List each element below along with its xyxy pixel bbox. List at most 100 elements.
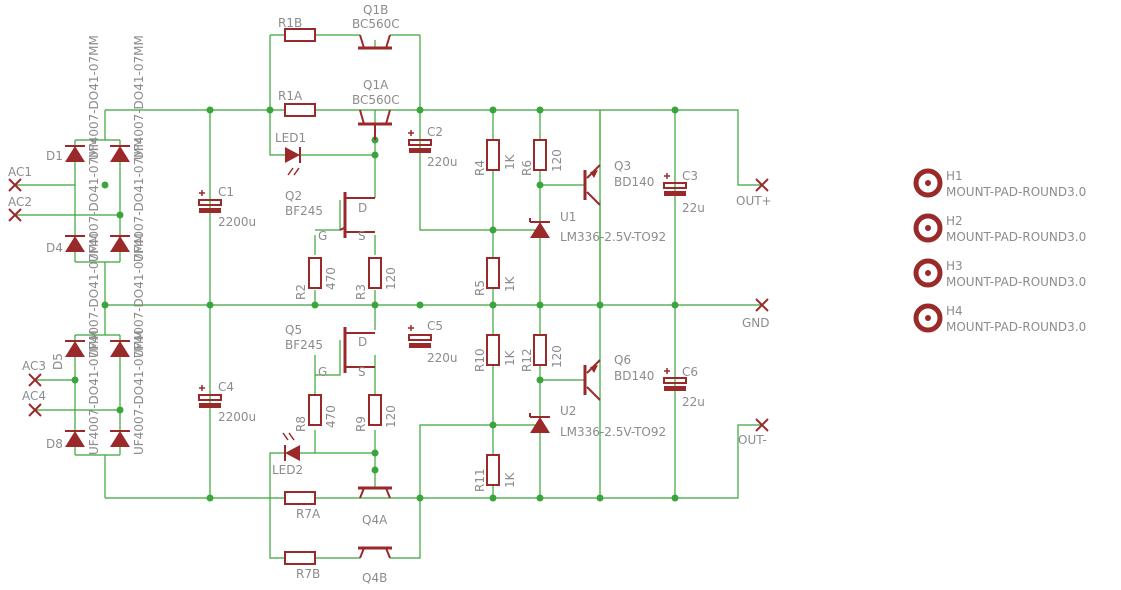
label-q4b: Q4B [362, 571, 387, 585]
diode-d7-icon [110, 430, 130, 447]
label-q1a-part: BC560C [352, 93, 400, 107]
leds-refs [282, 147, 550, 461]
resistor-r3-icon [368, 257, 382, 289]
reference-u1-icon [529, 218, 550, 238]
label-r12-value: 120 [550, 345, 564, 368]
resistor-r10-icon [486, 334, 500, 366]
transistor-q4a-icon [358, 486, 392, 499]
transistors [339, 34, 601, 559]
label-diode-b: UF4007-DO41-07MM [132, 35, 146, 160]
label-c5-value: 220u [427, 351, 458, 365]
label-r8-value: 470 [324, 405, 338, 428]
label-led2: LED2 [272, 463, 303, 477]
label-c3: C3 [682, 169, 698, 183]
reference-u2-icon [529, 413, 550, 433]
resistor-r11-icon [486, 454, 500, 486]
label-out-minus: OUT- [738, 433, 767, 447]
label-c5: C5 [427, 319, 443, 333]
led1-icon [285, 147, 301, 176]
label-r4-value: 1K [503, 153, 517, 170]
resistor-r7b-icon [284, 551, 316, 565]
resistor-r7a-icon [284, 491, 316, 505]
label-ac4: AC4 [22, 389, 46, 403]
label-q1b-part: BC560C [352, 17, 400, 31]
mount-pad-h2-icon [913, 213, 943, 243]
resistor-r9-icon [368, 394, 382, 426]
jfet-q5-icon [343, 327, 375, 373]
label-c4: C4 [218, 380, 234, 394]
capacitor-c1-icon [198, 190, 222, 213]
label-q5-d: D [358, 335, 367, 349]
label-gnd: GND [742, 316, 770, 330]
label-q6: Q6 [614, 353, 631, 367]
diode-d5-icon [65, 340, 85, 357]
label-c3-value: 22u [682, 201, 705, 215]
label-r3-value: 120 [384, 267, 398, 290]
label-h1: H1 [946, 169, 963, 183]
label-q3-part: BD140 [614, 175, 654, 189]
label-h3-part: MOUNT-PAD-ROUND3.0 [946, 275, 1086, 289]
label-diode-g: UF4007-DO41-07MM [87, 330, 101, 455]
label-r2: R2 [294, 284, 308, 300]
resistor-r6-icon [533, 139, 547, 171]
label-r5-value: 1K [503, 275, 517, 292]
jfet-q2-icon [339, 192, 375, 238]
label-q5-g: G [318, 365, 327, 379]
resistor-r8-icon [308, 394, 322, 426]
label-h2-part: MOUNT-PAD-ROUND3.0 [946, 230, 1086, 244]
label-ac2: AC2 [8, 195, 32, 209]
diode-d1-icon [65, 145, 85, 162]
label-led1: LED1 [275, 131, 306, 145]
label-r5: R5 [473, 280, 487, 296]
label-r12: R12 [520, 348, 534, 372]
mount-pad-h1-icon [913, 168, 943, 198]
diode-d8-icon [65, 430, 85, 447]
mount-pads [913, 168, 943, 333]
label-q6-part: BD140 [614, 369, 654, 383]
diode-d6-icon [110, 340, 130, 357]
resistors [284, 28, 547, 565]
resistor-r12-icon [533, 334, 547, 366]
label-d5: D5 [51, 353, 65, 370]
label-r1b: R1B [278, 16, 302, 30]
label-r7a: R7A [296, 507, 321, 521]
transistor-q4b-icon [358, 546, 392, 559]
label-r6: R6 [520, 160, 534, 176]
transistor-q1b-icon [358, 34, 392, 50]
label-q2-part: BF245 [285, 204, 323, 218]
mount-pad-h3-icon [913, 258, 943, 288]
label-r4: R4 [473, 160, 487, 176]
label-c2-value: 220u [427, 155, 458, 169]
label-r11-value: 1K [503, 471, 517, 488]
label-diode-f: UF4007-DO41-07MM [132, 233, 146, 358]
resistor-r1a-icon [284, 103, 316, 117]
capacitors [198, 130, 687, 408]
label-c1: C1 [218, 185, 234, 199]
label-u1: U1 [560, 210, 576, 224]
resistor-r2-icon [308, 257, 322, 289]
label-out-plus: OUT+ [736, 194, 772, 208]
label-diode-e: UF4007-DO41-07MM [87, 233, 101, 358]
label-u1-part: LM336-2.5V-TO92 [560, 230, 666, 244]
transistor-q3-icon [583, 164, 601, 206]
label-q2-s: S [358, 229, 366, 243]
capacitor-c3-icon [663, 173, 687, 196]
resistor-r4-icon [486, 139, 500, 171]
label-u2: U2 [560, 404, 576, 418]
label-c4-value: 2200u [218, 410, 256, 424]
label-u2-part: LM336-2.5V-TO92 [560, 425, 666, 439]
label-r6-value: 120 [550, 149, 564, 172]
label-q2: Q2 [285, 189, 302, 203]
capacitor-c4-icon [198, 385, 222, 408]
label-r7b: R7B [296, 567, 320, 581]
label-r8: R8 [294, 416, 308, 432]
label-q2-d: D [358, 201, 367, 215]
diode-d4-icon [65, 235, 85, 252]
label-h1-part: MOUNT-PAD-ROUND3.0 [946, 185, 1086, 199]
label-q3: Q3 [614, 159, 631, 173]
label-ac1: AC1 [8, 165, 32, 179]
capacitor-c2-icon [408, 130, 432, 153]
label-r3: R3 [354, 284, 368, 300]
label-diode-h: UF4007-DO41-07MM [132, 330, 146, 455]
